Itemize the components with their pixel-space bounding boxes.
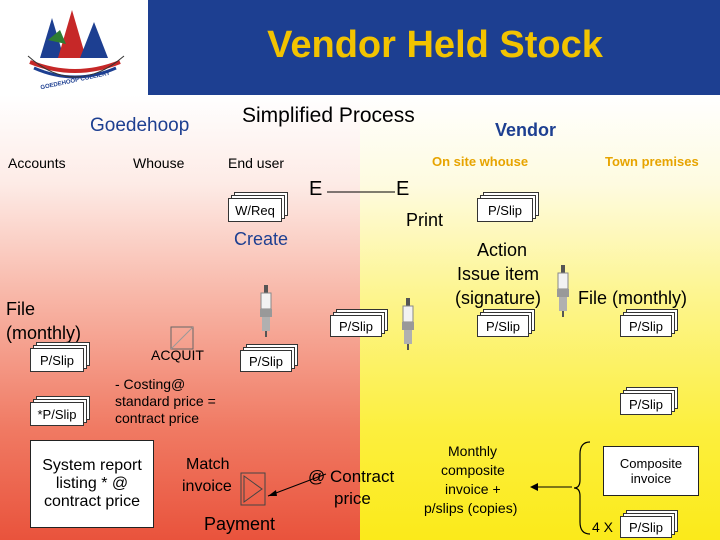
column-whouse: Whouse <box>133 155 185 171</box>
label-issue-item: Issue item <box>457 264 540 284</box>
checkbox-icon <box>170 326 194 350</box>
arrow-icon <box>327 191 395 193</box>
pslip-document-top: P/Slip <box>477 192 539 222</box>
label-e-left: E <box>309 178 323 200</box>
column-on-site-whouse: On site whouse <box>432 154 529 169</box>
label-action: Action <box>477 240 528 260</box>
label-monthly: (monthly) <box>6 323 82 343</box>
label-costing-1: - Costing@ <box>115 376 186 392</box>
arrow-icon <box>530 483 572 491</box>
spark-plug-icon <box>402 298 414 350</box>
logo-icon <box>27 10 125 79</box>
pslip-label: P/Slip <box>30 348 84 372</box>
vendor-heading: Vendor <box>495 120 557 140</box>
header-bar <box>150 0 720 95</box>
system-report-line-2: listing * @ <box>55 475 129 492</box>
pslip-label: P/Slip <box>620 516 672 538</box>
label-create: Create <box>234 229 289 249</box>
column-accounts: Accounts <box>8 155 66 171</box>
label-file: File <box>6 299 36 319</box>
pslip-document-right: P/Slip <box>620 387 678 415</box>
star-pslip-document: *P/Slip <box>30 396 90 426</box>
label-file-monthly-right: File (monthly) <box>578 288 688 308</box>
pslip-document-whouse: P/Slip <box>240 344 298 372</box>
logo: GOEDEHOOP COLLIERY <box>0 0 150 95</box>
pslip-label: P/Slip <box>620 315 672 337</box>
composite-line-2: invoice <box>630 471 672 486</box>
page-title: Vendor Held Stock <box>267 24 603 66</box>
label-signature: (signature) <box>455 288 542 308</box>
pslip-label: P/Slip <box>477 315 529 337</box>
composite-line-1: Composite <box>619 456 683 471</box>
pslip-document-town: P/Slip <box>620 309 678 337</box>
monthly-line-2: composite <box>441 462 505 478</box>
pslip-label: P/Slip <box>477 198 533 222</box>
label-match: Match <box>186 456 230 473</box>
label-costing-2: standard price = <box>115 393 216 409</box>
wreq-label: W/Req <box>228 198 282 222</box>
label-payment: Payment <box>204 514 276 534</box>
column-town-premises: Town premises <box>605 154 699 169</box>
header: GOEDEHOOP COLLIERY Vendor Held Stock <box>0 0 720 95</box>
monthly-line-1: Monthly <box>448 443 498 459</box>
brace-icon <box>573 441 591 535</box>
pslip-label: P/Slip <box>240 350 292 372</box>
system-report-line-1: System report <box>42 457 142 474</box>
pslip-document-accounts: P/Slip <box>30 342 90 372</box>
pslip-document-bottom: P/Slip <box>620 510 678 538</box>
label-costing-3: contract price <box>115 410 200 426</box>
column-end-user: End user <box>228 155 285 171</box>
spark-plug-icon <box>260 285 272 337</box>
label-invoice: invoice <box>182 478 232 495</box>
pslip-label: P/Slip <box>620 393 672 415</box>
label-acquit: ACQUIT <box>151 347 204 363</box>
pslip-label: P/Slip <box>330 315 382 337</box>
goedehoop-heading: Goedehoop <box>90 115 190 136</box>
pslip-document-onsite: P/Slip <box>477 309 535 337</box>
label-four-x: 4 X <box>592 519 614 535</box>
wreq-document: W/Req <box>228 192 288 222</box>
star-pslip-label: *P/Slip <box>30 402 84 426</box>
label-print: Print <box>406 210 444 230</box>
pslip-document-center: P/Slip <box>330 309 388 337</box>
label-e-right: E <box>396 178 410 200</box>
composite-invoice-box: Composite invoice <box>603 446 699 496</box>
system-report-box: System report listing * @ contract price <box>30 440 154 528</box>
label-contract: @ Contract <box>308 467 395 486</box>
spark-plug-icon <box>557 265 569 317</box>
process-heading: Simplified Process <box>242 104 415 127</box>
play-icon <box>240 472 266 506</box>
arrow-icon <box>267 473 327 497</box>
label-contract-price: price <box>334 489 371 508</box>
monthly-line-3: invoice + <box>445 481 501 497</box>
monthly-line-4: p/slips (copies) <box>424 500 518 516</box>
system-report-line-3: contract price <box>43 493 141 510</box>
